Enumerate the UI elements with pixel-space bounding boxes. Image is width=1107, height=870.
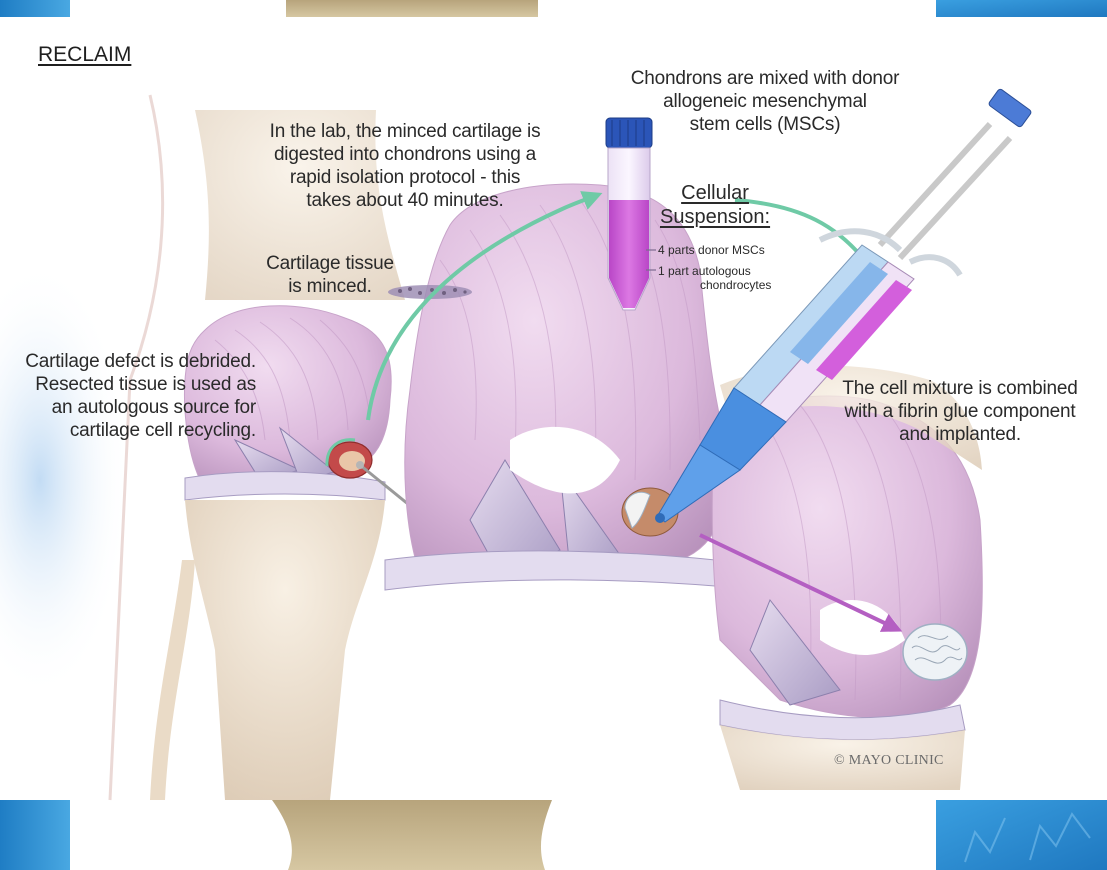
suspension-heading-line: Cellular xyxy=(660,181,770,205)
debride-label: Cartilage defect is debrided. Resected t… xyxy=(0,350,256,442)
mince-label: Cartilage tissue is minced. xyxy=(245,252,415,298)
debride-line: cartilage cell recycling. xyxy=(0,419,256,442)
debride-line: Resected tissue is used as xyxy=(0,373,256,396)
mixing-label: Chondrons are mixed with donor allogenei… xyxy=(600,67,930,136)
copyright-credit: © MAYO CLINIC xyxy=(834,753,944,769)
suspension-part-autologous: 1 part autologous xyxy=(658,264,751,278)
debride-line: an autologous source for xyxy=(0,396,256,419)
implant-label: The cell mixture is combined with a fibr… xyxy=(815,377,1105,446)
mixing-line: Chondrons are mixed with donor xyxy=(600,67,930,90)
implant-line: with a fibrin glue component xyxy=(815,400,1105,423)
suspension-heading-line: Suspension: xyxy=(660,205,770,229)
mixing-line: stem cells (MSCs) xyxy=(600,113,930,136)
mince-line: is minced. xyxy=(245,275,415,298)
lab-digestion-line: rapid isolation protocol - this xyxy=(230,166,580,189)
suspension-part-chondrocytes: chondrocytes xyxy=(700,278,771,292)
lab-digestion-line: takes about 40 minutes. xyxy=(230,189,580,212)
implant-line: and implanted. xyxy=(815,423,1105,446)
lab-digestion-line: digested into chondrons using a xyxy=(230,143,580,166)
suspension-part-msc: 4 parts donor MSCs xyxy=(658,243,765,257)
lab-digestion-line: In the lab, the minced cartilage is xyxy=(230,120,580,143)
suspension-heading: Cellular Suspension: xyxy=(660,181,770,229)
mince-line: Cartilage tissue xyxy=(245,252,415,275)
centrifuge-tube-icon xyxy=(606,118,656,310)
diagram-title: RECLAIM xyxy=(38,43,131,67)
implant-line: The cell mixture is combined xyxy=(815,377,1105,400)
mixing-line: allogeneic mesenchymal xyxy=(600,90,930,113)
lab-digestion-label: In the lab, the minced cartilage is dige… xyxy=(230,120,580,212)
debride-line: Cartilage defect is debrided. xyxy=(0,350,256,373)
